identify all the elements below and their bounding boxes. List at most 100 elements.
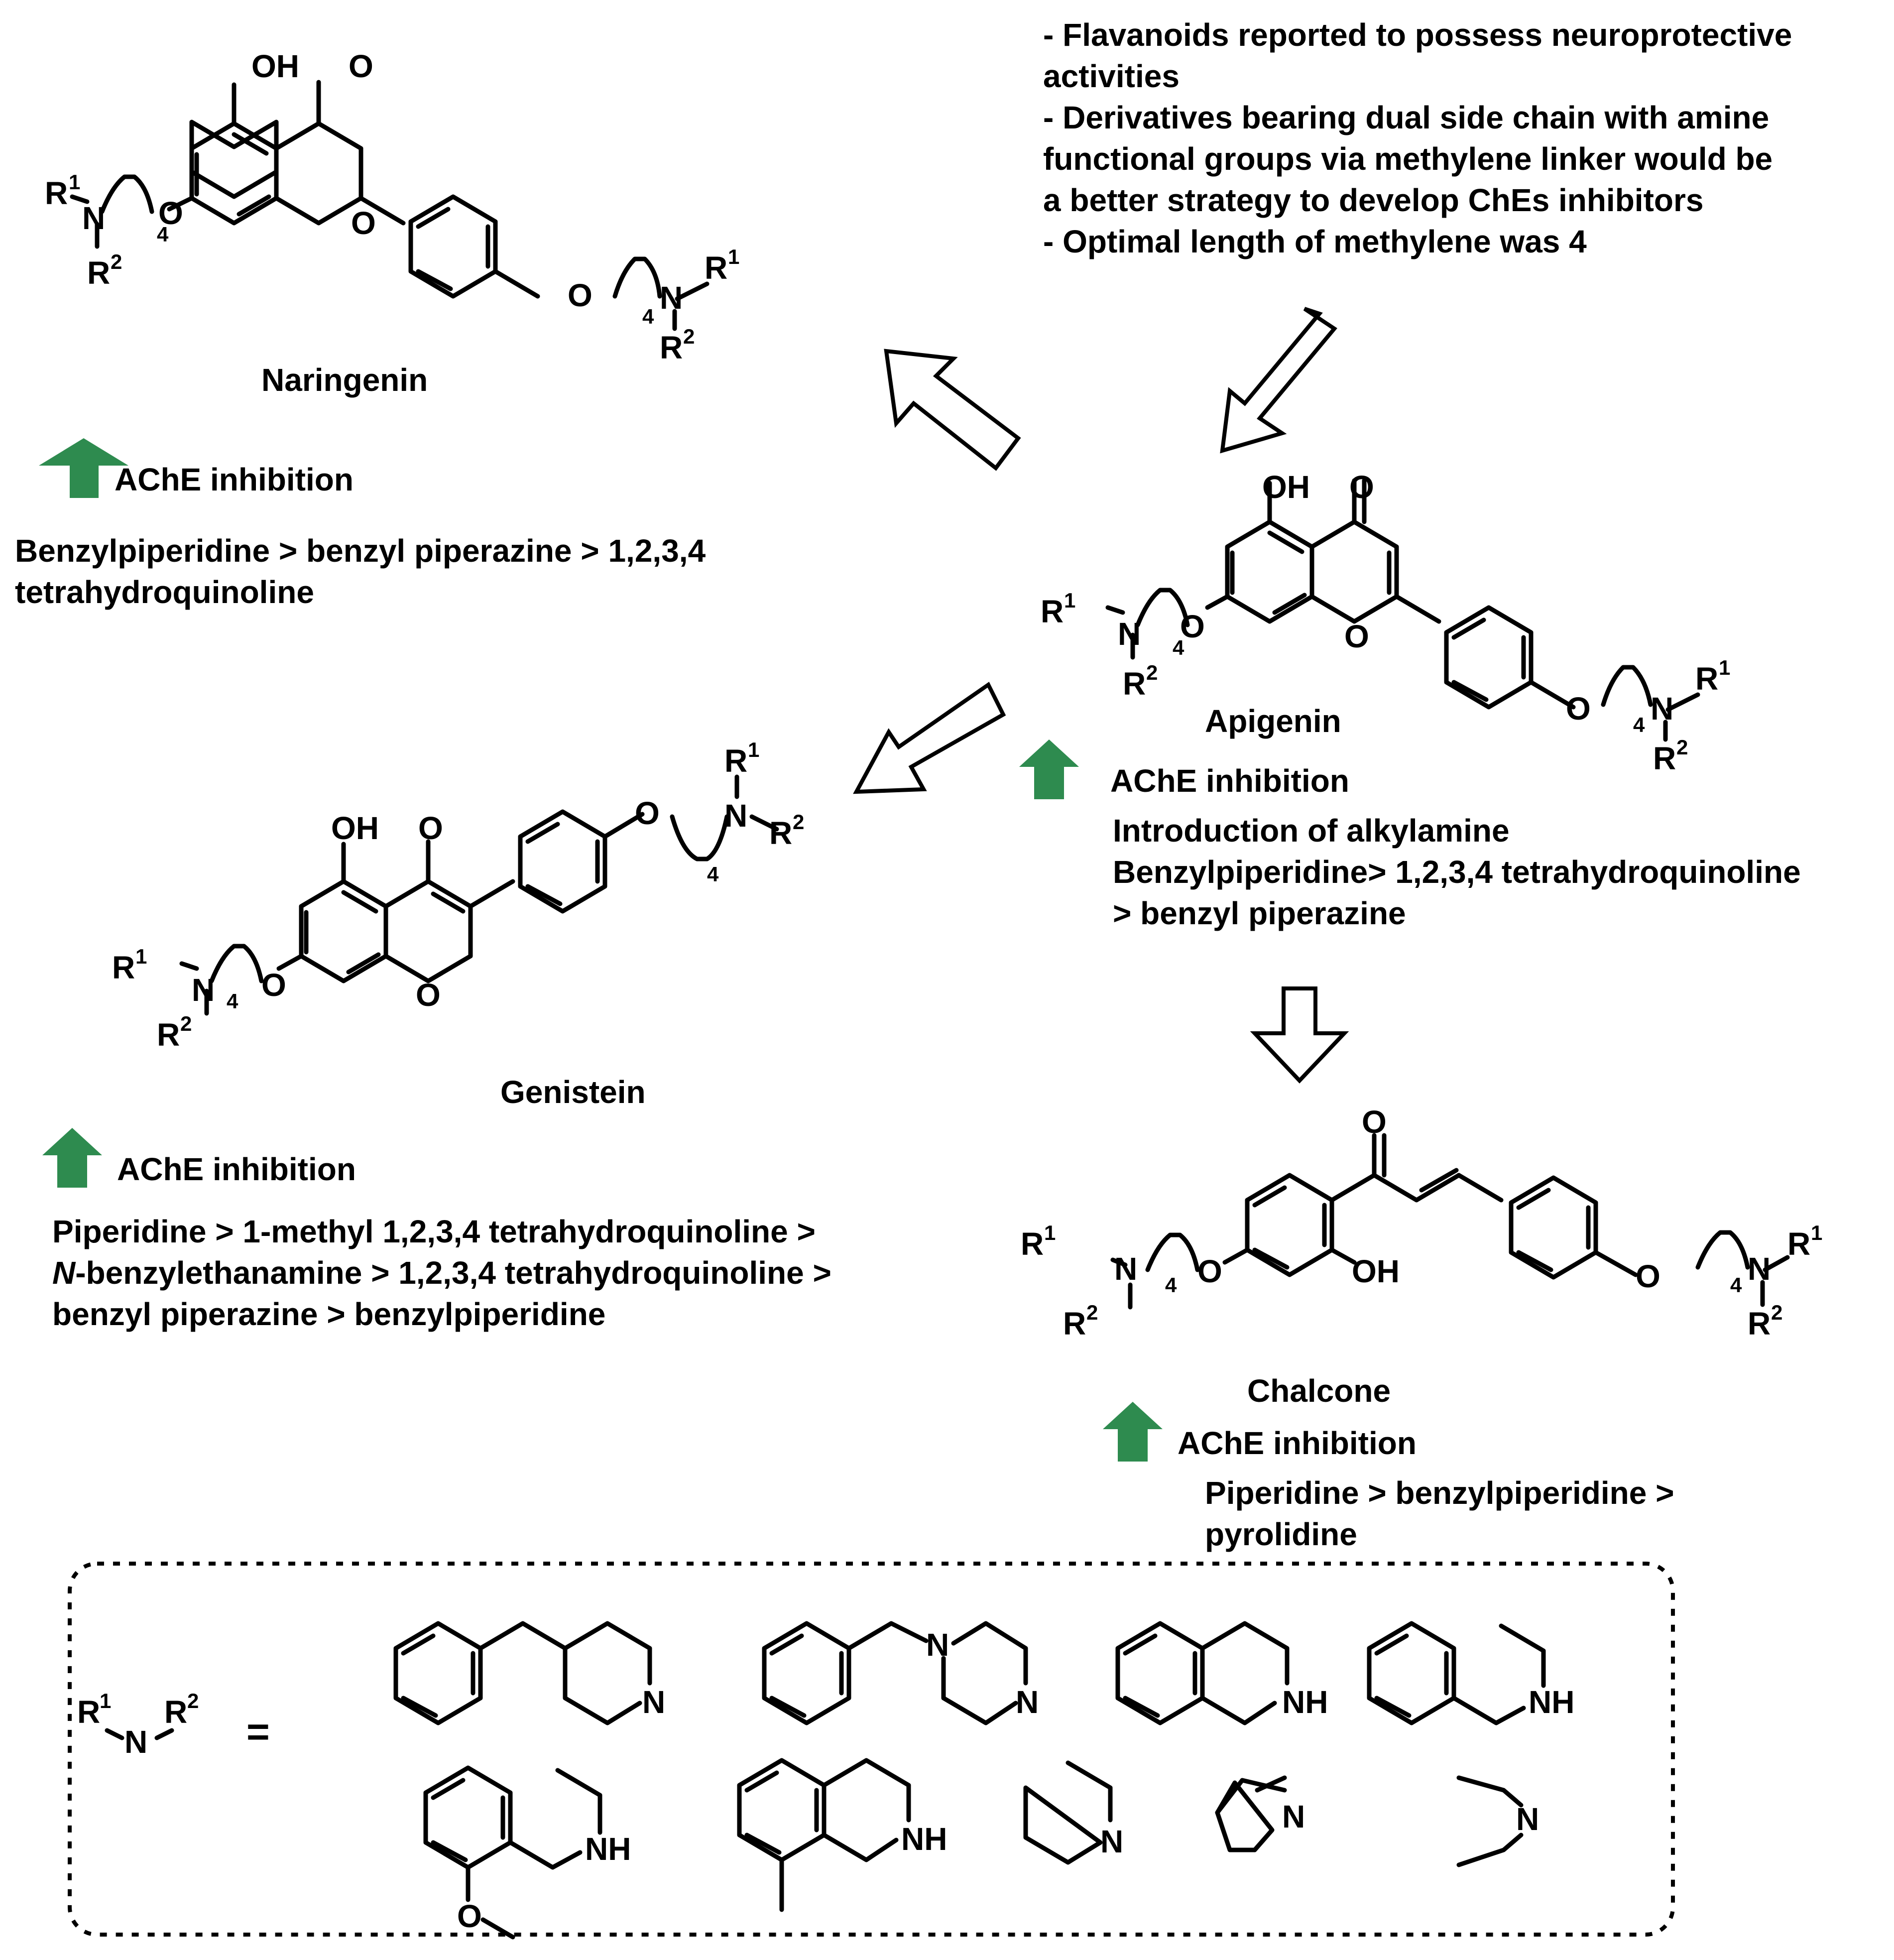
n-label: N <box>926 1627 949 1663</box>
superscript: 1 <box>728 245 739 268</box>
superscript: 1 <box>748 738 759 761</box>
superscript: 2 <box>111 250 122 273</box>
r2-label: R <box>164 1694 187 1730</box>
o-label: O <box>351 205 376 241</box>
o-label: O <box>568 277 592 313</box>
activity-label: AChE inhibition <box>1178 1425 1417 1461</box>
n-label: N <box>642 1684 665 1720</box>
r1-label: R <box>112 950 135 985</box>
hollow-arrow-icon <box>884 349 1021 471</box>
o-label: O <box>1362 1104 1387 1140</box>
activity-label: AChE inhibition <box>117 1151 356 1187</box>
n-label: N <box>1748 1251 1771 1287</box>
nh-label: NH <box>1282 1684 1328 1720</box>
oh-label: OH <box>1352 1253 1400 1289</box>
o-label: O <box>1566 691 1591 727</box>
compound-name-naringenin: Naringenin <box>261 362 428 398</box>
r2-label: R <box>1653 740 1676 776</box>
o-label: O <box>158 195 183 231</box>
superscript: 1 <box>135 945 147 968</box>
sar-line: Piperidine > benzylpiperidine > <box>1205 1475 1674 1511</box>
n-label: N <box>192 972 215 1008</box>
r1-label: R <box>1021 1226 1044 1262</box>
n-label: N <box>1282 1799 1305 1835</box>
benzylpiperidine-structure: N <box>393 1621 665 1725</box>
intro-note-line: - Flavanoids reported to possess neuropr… <box>1043 17 1792 53</box>
up-arrow-icon <box>42 1128 102 1188</box>
n-label: N <box>1016 1684 1039 1720</box>
activity-label: AChE inhibition <box>115 462 354 497</box>
r1-label: R <box>77 1694 100 1730</box>
piperidine-structure: N <box>1023 1760 1123 1865</box>
methyl-tetrahydroisoquinoline-structure: NH <box>737 1758 947 1912</box>
r2-label: R <box>660 330 683 366</box>
r1-label: R <box>1041 594 1064 629</box>
r1-label: R <box>705 250 727 286</box>
o-label: O <box>457 1898 482 1934</box>
sar-line: Benzylpiperidine> 1,2,3,4 tetrahydroquin… <box>1113 854 1801 890</box>
intro-note-line: functional groups via methylene linker w… <box>1043 141 1773 177</box>
sar-line: N-benzylethanamine > 1,2,3,4 tetrahydroq… <box>52 1255 831 1291</box>
intro-note-line: - Optimal length of methylene was 4 <box>1043 224 1587 259</box>
sar-line: Benzylpiperidine > benzyl piperazine > 1… <box>15 533 706 569</box>
subscript: 4 <box>1633 713 1645 736</box>
nh-label: NH <box>901 1821 947 1857</box>
superscript: 2 <box>1676 735 1688 759</box>
n-label: N <box>724 798 747 834</box>
up-arrow-icon <box>1103 1402 1163 1462</box>
sar-line: Introduction of alkylamine <box>1113 813 1510 849</box>
n-label: N <box>1100 1824 1123 1859</box>
intro-note-line: activities <box>1043 58 1180 94</box>
o-label: O <box>635 795 660 831</box>
apigenin-structure: OH O O O O N N R 1 R 2 R 1 R 2 4 4 <box>1041 469 1730 776</box>
subscript: 4 <box>707 862 719 886</box>
r2-label: R <box>87 255 110 291</box>
subscript: 4 <box>1730 1273 1742 1297</box>
subscript: 4 <box>1165 1273 1177 1297</box>
activity-label: AChE inhibition <box>1110 763 1349 799</box>
subscript: 4 <box>157 223 169 246</box>
r2-label: R <box>1748 1306 1771 1342</box>
compound-name-genistein: Genistein <box>500 1074 646 1110</box>
equals-sign: = <box>246 1710 270 1754</box>
superscript: 2 <box>1146 661 1158 684</box>
nh-label: NH <box>1529 1684 1574 1720</box>
diethylamine-structure: N <box>1456 1775 1539 1867</box>
genistein-structure: OH O O O O N N R 1 R 2 R 1 R 2 4 4 <box>112 738 804 1053</box>
tetrahydroisoquinoline-structure: NH <box>1115 1621 1328 1725</box>
o-label: O <box>416 977 441 1013</box>
oh-label: OH <box>331 810 379 846</box>
hollow-arrow-icon <box>853 682 1006 794</box>
oh-label: OH <box>251 48 299 84</box>
arrow-to-chalcone <box>1250 986 1349 1084</box>
r2-label: R <box>1123 666 1146 702</box>
o-label: O <box>349 48 373 84</box>
compound-name-chalcone: Chalcone <box>1247 1373 1391 1409</box>
n-benzylethanamine-structure: NH <box>1367 1621 1574 1725</box>
hollow-arrow-icon <box>1220 307 1337 454</box>
o-label: O <box>1344 618 1369 654</box>
r1-label: R <box>1695 661 1718 697</box>
subscript: 4 <box>1173 636 1184 659</box>
superscript: 2 <box>793 810 804 834</box>
n-label: N <box>82 200 105 236</box>
n-label: N <box>1651 691 1673 727</box>
o-label: O <box>1349 469 1374 505</box>
o-label: O <box>418 810 443 846</box>
o-label: O <box>261 967 286 1003</box>
intro-note-line: a better strategy to develop ChEs inhibi… <box>1043 182 1703 218</box>
superscript: 1 <box>1811 1221 1822 1244</box>
generic-amine: R 1 N R 2 <box>77 1689 199 1760</box>
n-label: N <box>124 1724 147 1760</box>
sar-line: pyrolidine <box>1205 1516 1357 1552</box>
r2-label: R <box>157 1017 180 1053</box>
arrow-to-naringenin <box>884 349 1021 471</box>
methoxy-benzylethanamine-structure: NH O <box>423 1765 631 1940</box>
sar-line: benzyl piperazine > benzylpiperidine <box>52 1296 605 1332</box>
o-label: O <box>1180 609 1205 644</box>
r1-label: R <box>1787 1226 1810 1262</box>
benzylpiperazine-structure: N N <box>762 1621 1039 1725</box>
intro-note-line: - Derivatives bearing dual side chain wi… <box>1043 100 1769 135</box>
superscript: 2 <box>187 1689 199 1713</box>
